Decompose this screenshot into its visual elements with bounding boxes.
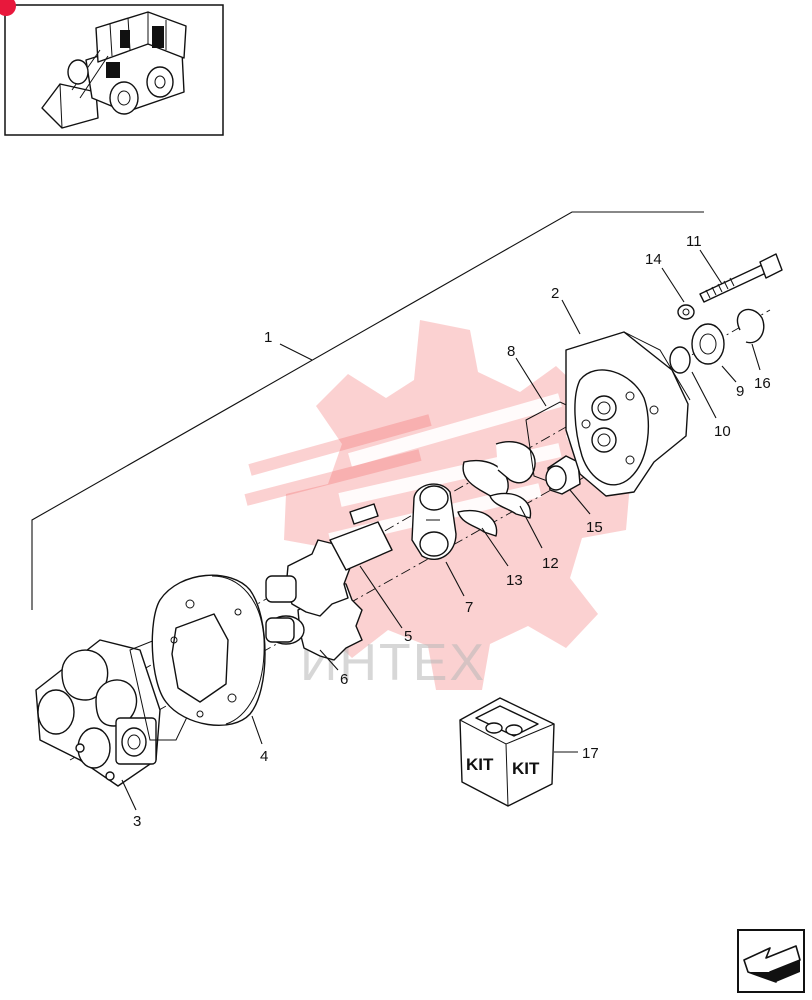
end-cover-part[interactable] [565,331,691,497]
washer-part[interactable] [677,304,695,320]
snap-ring-part[interactable] [736,308,765,344]
callout-14: 14 [645,251,662,268]
drive-gear-part[interactable] [265,579,363,661]
callout-13: 13 [506,572,523,589]
callout-10: 10 [714,423,731,440]
assembly-bracket [31,211,704,610]
seal-13b-part[interactable] [457,510,498,537]
callout-6: 6 [340,671,348,688]
callout-8: 8 [507,343,515,360]
callout-7: 7 [465,599,473,616]
callout-4: 4 [260,748,268,765]
gear-housing-part[interactable] [151,574,266,726]
callout-12: 12 [542,555,559,572]
callout-3: 3 [133,813,141,830]
kit-box-icon[interactable]: KIT KIT [459,697,555,807]
kit-label-left: KIT [466,755,494,774]
shaft-seal-part[interactable] [691,323,725,365]
centerline-lower [69,439,641,761]
callout-5: 5 [404,628,412,645]
callout-9: 9 [736,383,744,400]
skid-steer-loader-thumbnail [41,11,187,129]
pump-body-part[interactable] [35,639,161,787]
corner-badge [0,0,16,16]
callout-2: 2 [551,285,559,302]
callout-16: 16 [754,375,771,392]
seal-12-part[interactable] [495,441,536,484]
seal-12b-part[interactable] [489,492,532,519]
driven-gear-shaft-part[interactable] [265,503,393,617]
callout-1: 1 [264,329,272,346]
next-page-arrow-icon[interactable] [737,929,805,993]
bolt-part[interactable] [699,253,783,303]
leader-lines [121,249,761,811]
callout-11: 11 [686,233,702,250]
plug-part[interactable] [545,455,581,495]
o-ring-part[interactable] [669,346,691,374]
kit-label-right: KIT [512,759,540,778]
callout-17: 17 [582,745,599,762]
thumbnail-frame[interactable] [0,0,224,136]
callout-15: 15 [586,519,603,536]
bushing-block-part[interactable] [411,483,457,561]
